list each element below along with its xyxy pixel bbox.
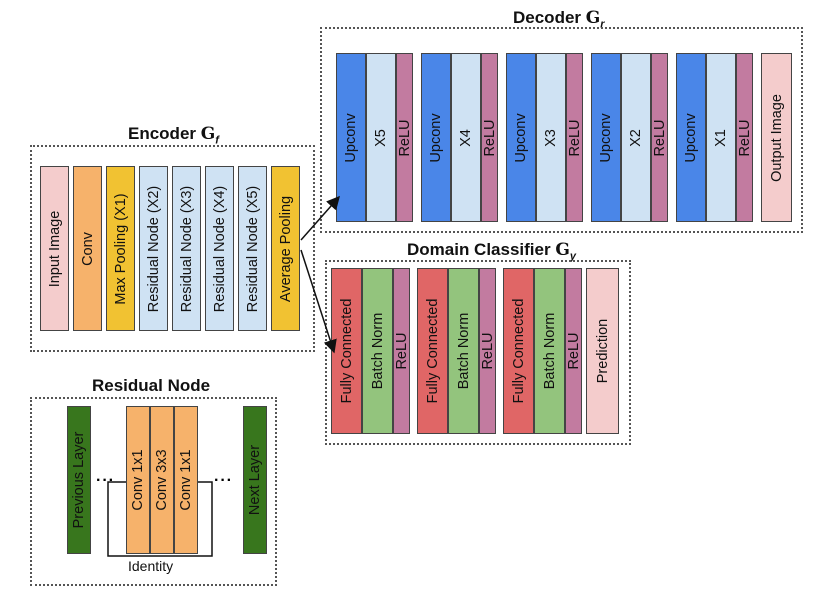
encoder-block-6: Residual Node (X5) bbox=[238, 166, 267, 331]
decoder-relu-3-label: ReLU bbox=[651, 118, 668, 157]
classifier-bn-block-1: Batch Norm bbox=[448, 268, 479, 434]
encoder-4-label: Residual Node (X3) bbox=[178, 185, 195, 312]
classifier-fc-block-2: Fully Connected bbox=[503, 268, 534, 434]
decoder-relu-block-3: ReLU bbox=[651, 53, 668, 222]
decoder-relu-block-4: ReLU bbox=[736, 53, 753, 222]
encoder-block-3: Residual Node (X2) bbox=[139, 166, 168, 331]
classifier-prediction-label: Prediction bbox=[594, 318, 611, 384]
residual-conv3-label: Conv 1x1 bbox=[178, 449, 194, 511]
classifier-fc-block-1: Fully Connected bbox=[417, 268, 448, 434]
decoder-title: Decoder Gr bbox=[513, 8, 605, 31]
classifier-relu-block-0: ReLU bbox=[393, 268, 410, 434]
encoder-block-1: Conv bbox=[73, 166, 102, 331]
decoder-upconv-block-4: Upconv bbox=[676, 53, 706, 222]
encoder-block-0: Input Image bbox=[40, 166, 69, 331]
classifier-fc-block-0: Fully Connected bbox=[331, 268, 362, 434]
encoder-panel bbox=[30, 145, 315, 352]
classifier-bn-block-0: Batch Norm bbox=[362, 268, 393, 434]
decoder-output-block: Output Image bbox=[761, 53, 792, 222]
classifier-bn-block-2: Batch Norm bbox=[534, 268, 565, 434]
decoder-relu-0-label: ReLU bbox=[396, 118, 413, 157]
decoder-relu-4-label: ReLU bbox=[736, 118, 753, 157]
decoder-relu-1-label: ReLU bbox=[481, 118, 498, 157]
decoder-upconv-block-0: Upconv bbox=[336, 53, 366, 222]
encoder-block-5: Residual Node (X4) bbox=[205, 166, 234, 331]
decoder-relu-block-1: ReLU bbox=[481, 53, 498, 222]
encoder-2-label: Max Pooling (X1) bbox=[112, 192, 129, 305]
classifier-bn-0-label: Batch Norm bbox=[369, 312, 386, 390]
decoder-relu-2-label: ReLU bbox=[566, 118, 583, 157]
classifier-relu-2-label: ReLU bbox=[565, 332, 582, 370]
residual-conv1-block: Conv 1x1 bbox=[126, 406, 150, 554]
next-layer-label: Next Layer bbox=[247, 444, 263, 516]
encoder-block-2: Max Pooling (X1) bbox=[106, 166, 135, 331]
decoder-repeat-0-label: X5 bbox=[373, 128, 389, 147]
decoder-upconv-0-label: Upconv bbox=[343, 112, 359, 163]
residual-conv2-label: Conv 3x3 bbox=[154, 449, 170, 511]
encoder-block-7: Average Pooling bbox=[271, 166, 300, 331]
classifier-prediction-block: Prediction bbox=[586, 268, 619, 434]
decoder-repeat-1-label: X4 bbox=[458, 128, 474, 147]
encoder-title: Encoder Gf bbox=[128, 124, 219, 147]
residual-conv2-block: Conv 3x3 bbox=[150, 406, 174, 554]
decoder-relu-block-0: ReLU bbox=[396, 53, 413, 222]
encoder-1-label: Conv bbox=[79, 231, 96, 266]
classifier-relu-block-1: ReLU bbox=[479, 268, 496, 434]
dots-left: ··· bbox=[96, 472, 115, 489]
decoder-upconv-block-1: Upconv bbox=[421, 53, 451, 222]
decoder-upconv-2-label: Upconv bbox=[513, 112, 529, 163]
decoder-upconv-block-3: Upconv bbox=[591, 53, 621, 222]
decoder-panel bbox=[320, 27, 803, 233]
previous-layer-block: Previous Layer bbox=[67, 406, 91, 554]
classifier-relu-block-2: ReLU bbox=[565, 268, 582, 434]
decoder-repeat-block-3: X2 bbox=[621, 53, 651, 222]
encoder-3-label: Residual Node (X2) bbox=[145, 185, 162, 312]
decoder-relu-block-2: ReLU bbox=[566, 53, 583, 222]
encoder-0-label: Input Image bbox=[46, 210, 63, 287]
classifier-bn-1-label: Batch Norm bbox=[455, 312, 472, 390]
residual-title: Residual Node bbox=[92, 376, 211, 395]
residual-panel bbox=[30, 397, 277, 586]
residual-conv1-label: Conv 1x1 bbox=[130, 449, 146, 511]
decoder-repeat-2-label: X3 bbox=[543, 128, 559, 147]
decoder-upconv-1-label: Upconv bbox=[428, 112, 444, 163]
encoder-block-4: Residual Node (X3) bbox=[172, 166, 201, 331]
residual-conv3-block: Conv 1x1 bbox=[174, 406, 198, 554]
decoder-upconv-block-2: Upconv bbox=[506, 53, 536, 222]
decoder-output-label: Output Image bbox=[768, 93, 785, 182]
classifier-fc-2-label: Fully Connected bbox=[510, 298, 527, 404]
classifier-fc-1-label: Fully Connected bbox=[424, 298, 441, 404]
dots-right: ··· bbox=[214, 472, 233, 489]
decoder-upconv-3-label: Upconv bbox=[598, 112, 614, 163]
next-layer-block: Next Layer bbox=[243, 406, 267, 554]
classifier-relu-0-label: ReLU bbox=[393, 332, 410, 370]
identity-label: Identity bbox=[128, 558, 174, 574]
decoder-repeat-4-label: X1 bbox=[713, 128, 729, 147]
previous-layer-label: Previous Layer bbox=[71, 431, 87, 529]
classifier-relu-1-label: ReLU bbox=[479, 332, 496, 370]
encoder-5-label: Residual Node (X4) bbox=[211, 185, 228, 312]
encoder-6-label: Residual Node (X5) bbox=[244, 185, 261, 312]
classifier-fc-0-label: Fully Connected bbox=[338, 298, 355, 404]
decoder-repeat-block-0: X5 bbox=[366, 53, 396, 222]
encoder-7-label: Average Pooling bbox=[277, 195, 294, 302]
decoder-repeat-block-4: X1 bbox=[706, 53, 736, 222]
decoder-repeat-block-2: X3 bbox=[536, 53, 566, 222]
decoder-repeat-3-label: X2 bbox=[628, 128, 644, 147]
decoder-upconv-4-label: Upconv bbox=[683, 112, 699, 163]
decoder-repeat-block-1: X4 bbox=[451, 53, 481, 222]
classifier-bn-2-label: Batch Norm bbox=[541, 312, 558, 390]
classifier-title: Domain Classifier Gy bbox=[407, 240, 576, 263]
